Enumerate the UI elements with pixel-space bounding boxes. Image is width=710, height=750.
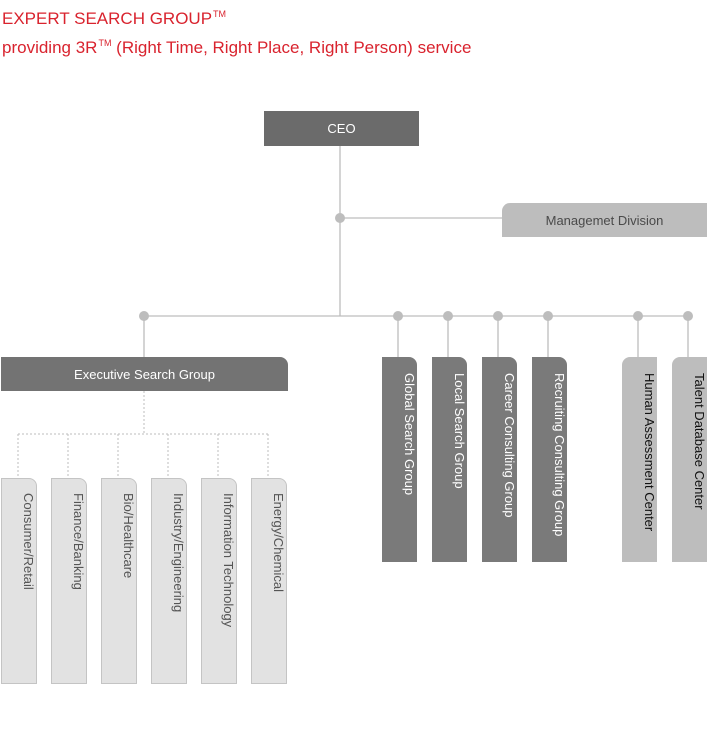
junction-dot	[443, 311, 453, 321]
junction-dot	[633, 311, 643, 321]
group-box-recruiting-consulting: Recruiting Consulting Group	[532, 357, 567, 562]
junction-dot	[493, 311, 503, 321]
group-box-career-consulting: Career Consulting Group	[482, 357, 517, 562]
page-header: EXPERT SEARCH GROUPTM providing 3RTM (Ri…	[2, 2, 471, 60]
header-subtitle: providing 3RTM (Right Time, Right Place,…	[2, 38, 472, 57]
sub-group-box-energy-chemical: Energy/Chemical	[251, 478, 287, 684]
sub-group-box-information-technology: Information Technology	[201, 478, 237, 684]
header-title: EXPERT SEARCH GROUPTM	[2, 9, 227, 28]
management-division-box: Managemet Division	[502, 203, 707, 237]
executive-search-group-box: Executive Search Group	[1, 357, 288, 391]
center-box-human-assessment: Human Assessment Center	[622, 357, 657, 562]
trademark-mark: TM	[213, 9, 227, 19]
junction-dot	[139, 311, 149, 321]
group-box-global-search: Global Search Group	[382, 357, 417, 562]
sub-group-box-industry-engineering: Industry/Engineering	[151, 478, 187, 684]
group-box-local-search: Local Search Group	[432, 357, 467, 562]
junction-dot	[683, 311, 693, 321]
ceo-box: CEO	[264, 111, 419, 146]
junction-dot	[335, 213, 345, 223]
sub-group-box-finance-banking: Finance/Banking	[51, 478, 87, 684]
junction-dot	[543, 311, 553, 321]
junction-dot	[393, 311, 403, 321]
trademark-mark: TM	[98, 38, 112, 48]
sub-group-box-bio-healthcare: Bio/Healthcare	[101, 478, 137, 684]
center-box-talent-database: Talent Database Center	[672, 357, 707, 562]
sub-group-box-consumer-retail: Consumer/Retail	[1, 478, 37, 684]
